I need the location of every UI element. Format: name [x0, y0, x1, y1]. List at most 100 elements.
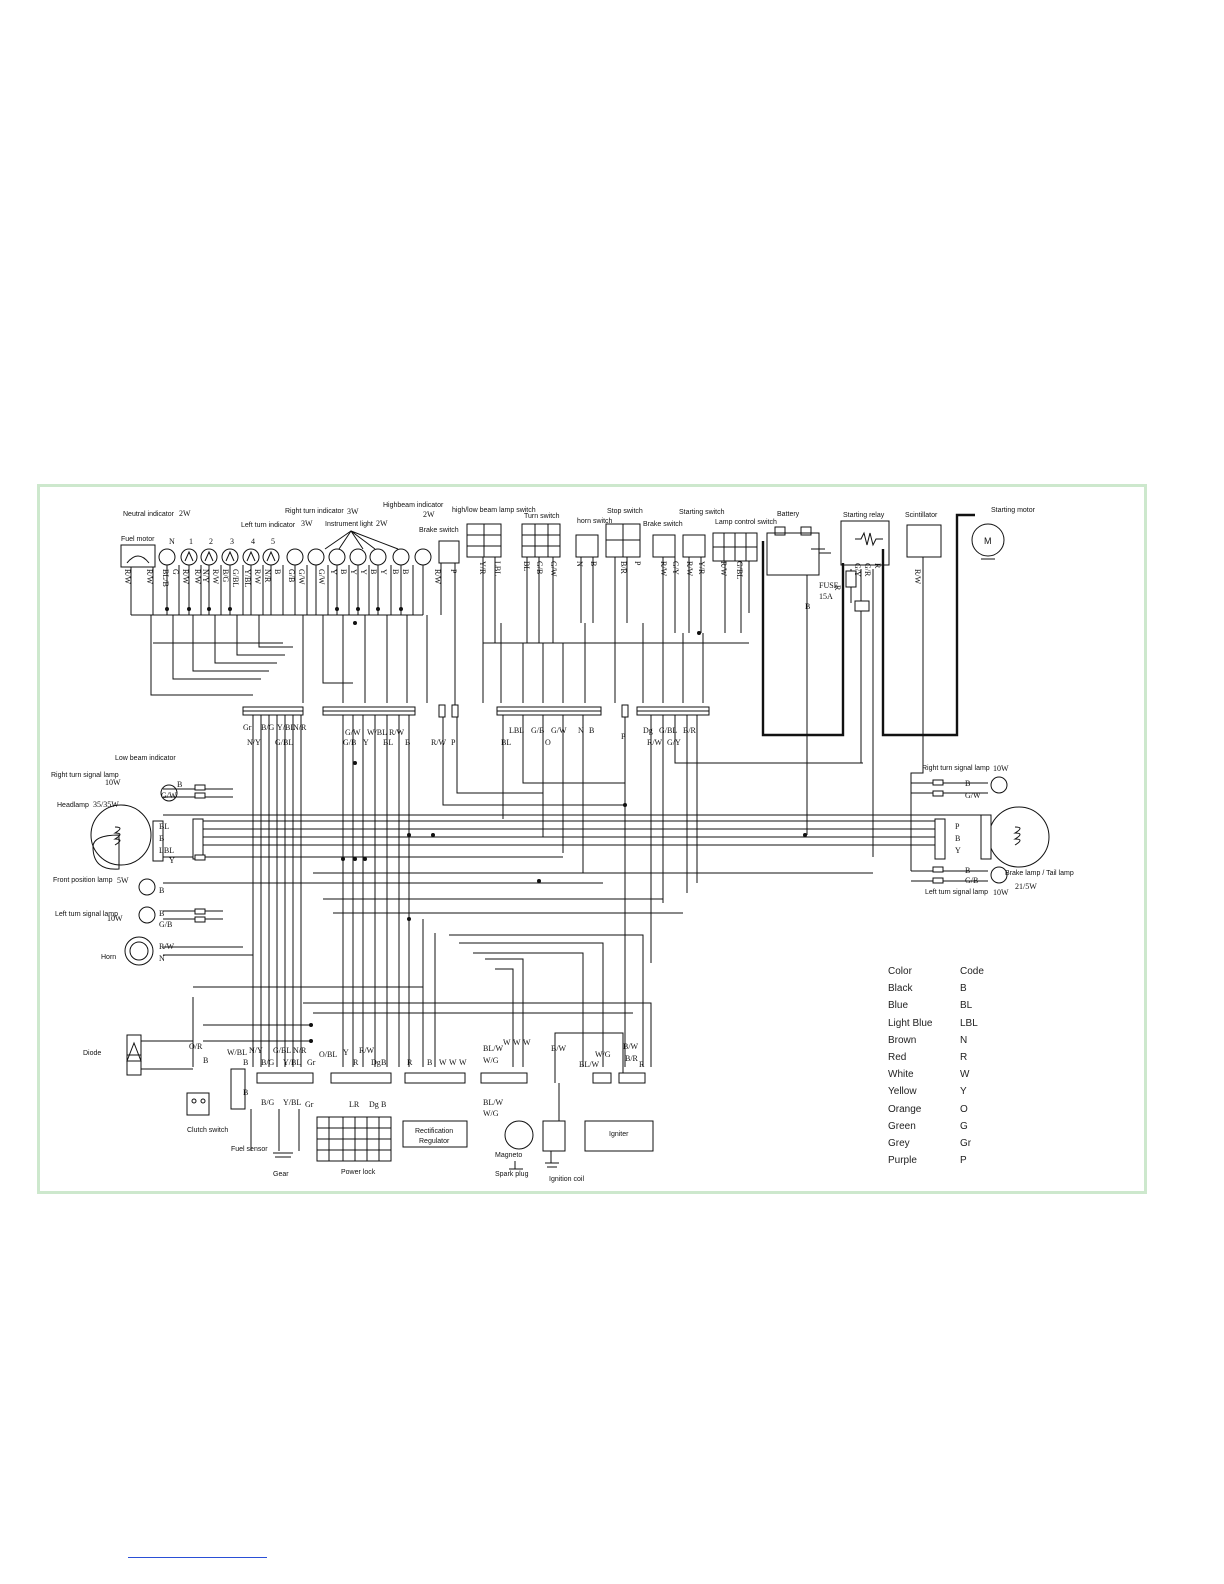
wire-code: R [873, 563, 882, 569]
wiring-diagram: M [51, 502, 1074, 1183]
wire-code: 4 [251, 537, 255, 546]
label-fuse: FUSE [819, 581, 839, 590]
wire-code: R/W [685, 561, 694, 577]
wire-code: G/Y [671, 561, 680, 575]
wire-code: W/G [595, 1050, 611, 1059]
wire-code: N/R [263, 569, 272, 583]
wire-code: B [177, 780, 182, 789]
wire-code: BL [522, 561, 531, 571]
wire-code: B [159, 886, 164, 895]
wire-code: N/R [293, 1046, 307, 1055]
wire-code: G/B [287, 569, 296, 582]
wire-code: R/W [433, 569, 442, 585]
power-cables [761, 513, 975, 871]
wire-code: B/W [623, 1042, 639, 1051]
wire-code: G/W [297, 569, 306, 585]
label-right-turn-indicator: Right turn indicator [285, 508, 344, 515]
wire-code: B/G [261, 723, 275, 732]
label-horn-switch: horn switch [577, 518, 613, 525]
indicator-bulbs [158, 530, 432, 566]
wire-code: Dg [371, 1058, 381, 1067]
svg-text:M: M [984, 536, 992, 546]
scintillator-block [906, 524, 942, 558]
label-right-turn-signal-lamp-right: Right turn signal lamp [922, 765, 990, 772]
wire-code: R [639, 1060, 645, 1069]
label-fuel-motor: Fuel motor [121, 536, 155, 543]
legend-code: P [960, 1155, 967, 1167]
wire-code: P [633, 561, 642, 566]
wire-code: N [159, 954, 165, 963]
legend-code: LBL [960, 1017, 978, 1029]
label-left-turn-indicator: Left turn indicator [241, 522, 296, 529]
wire-code: Y [363, 738, 369, 747]
wire-code: R/W [913, 569, 922, 585]
legend-code: G [960, 1120, 968, 1132]
main-harness [163, 715, 988, 1067]
wire-code: G [171, 569, 180, 575]
top-wire-drops [130, 557, 750, 711]
label-lt-right-w: 10W [993, 888, 1009, 897]
wire-code: R/W [719, 561, 728, 577]
wire-code: B [369, 569, 378, 574]
label-lt-left-w: 10W [107, 914, 123, 923]
wire-code: P [449, 569, 458, 574]
wire-code: BL [383, 738, 393, 747]
legend-code: W [960, 1069, 970, 1081]
label-ignition-coil: Ignition coil [549, 1176, 584, 1183]
wire-code: LBL [493, 561, 502, 576]
label-brake-tail-w: 21/5W [1015, 882, 1037, 891]
legend-code: N [960, 1034, 968, 1046]
wire-code: N [575, 561, 584, 567]
wire-code: 1 [189, 537, 193, 546]
wire-code: W [439, 1058, 447, 1067]
wire-code: LBL [509, 726, 524, 735]
label-fuse-rating: 15A [819, 592, 833, 601]
wire-code: Y [379, 569, 388, 575]
wire-code: G/B [531, 726, 544, 735]
starting-motor: M [971, 523, 1005, 560]
wire-code: B [203, 1056, 208, 1065]
footer-rule [128, 1557, 267, 1558]
wire-code: R/W [145, 569, 154, 585]
wire-code: Gr [243, 723, 252, 732]
legend-color-name: Grey [888, 1137, 910, 1149]
label-power-lock: Power lock [341, 1169, 376, 1176]
wire-code: B [589, 561, 598, 566]
wire-code: Y [359, 569, 368, 575]
wire-code: N [578, 726, 584, 735]
wire-code: B [243, 1088, 248, 1097]
legend-code: Y [960, 1086, 967, 1098]
wire-code: R/W [359, 1046, 375, 1055]
wire-code: Y [955, 846, 961, 855]
wire-code: B [955, 834, 960, 843]
wire-code: B [159, 909, 164, 918]
wire-code: Y [349, 569, 358, 575]
mid-wiring [150, 615, 749, 703]
label-front-position-lamp: Front position lamp [53, 877, 113, 884]
right-lamps [932, 776, 1050, 884]
legend-code: O [960, 1103, 968, 1115]
wire-code: G/B [535, 561, 544, 574]
legend-code: R [960, 1052, 968, 1064]
wire-code: G/BL [273, 1046, 291, 1055]
wire-code: Gr [307, 1058, 316, 1067]
wire-code: R/W [647, 738, 663, 747]
legend-color-name: Orange [888, 1103, 922, 1115]
label-starting-switch: Starting switch [679, 509, 725, 516]
label-regulator: Regulator [419, 1138, 450, 1145]
label-right-turn-w: 3W [347, 507, 359, 516]
legend-color-name: Green [888, 1120, 916, 1132]
wire-code: Gr [305, 1100, 314, 1109]
wire-code: B [589, 726, 594, 735]
component-labels: Neutral indicator 2W Fuel motor Left tur… [51, 502, 1074, 1183]
wire-code: B/R [619, 561, 628, 575]
legend-header-color: Color [888, 966, 912, 978]
label-rectification: Rectification [415, 1128, 453, 1135]
wire-code: O/R [189, 1042, 203, 1051]
